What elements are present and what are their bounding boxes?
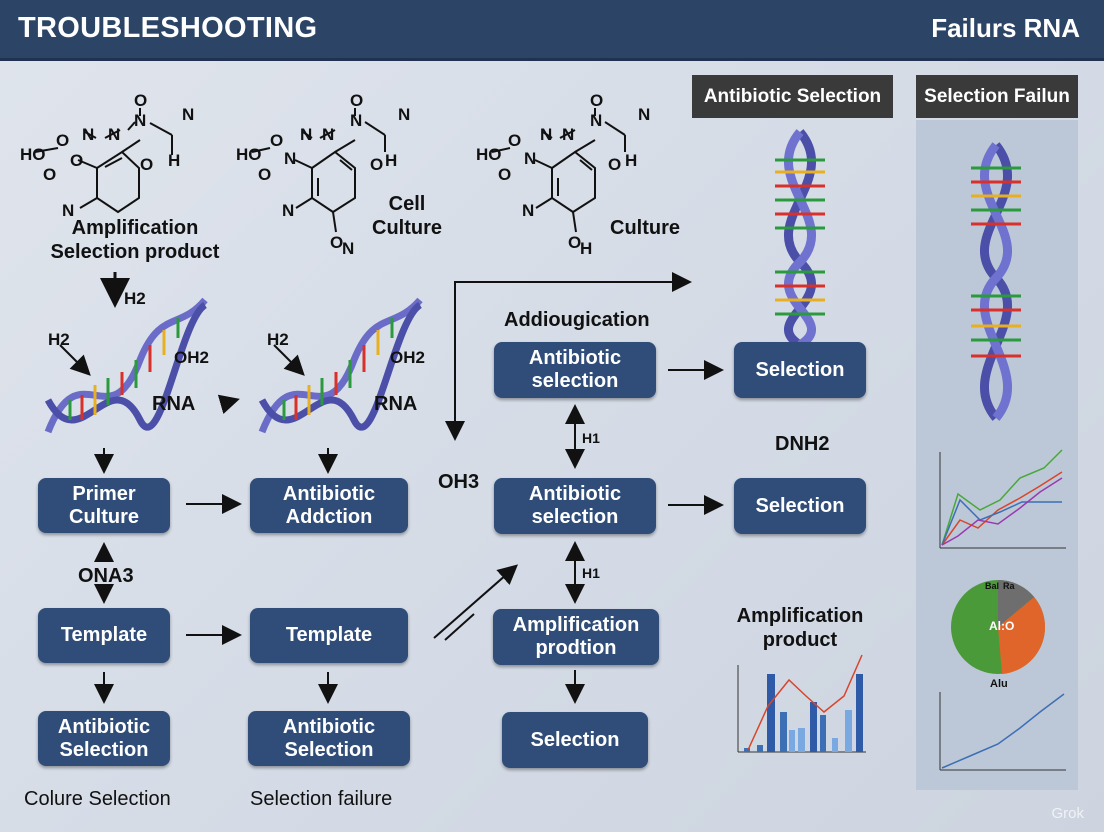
label-amplification-product: Amplification product xyxy=(736,605,864,651)
svg-text:H: H xyxy=(625,151,637,170)
label-dnh2: DNH2 xyxy=(775,433,830,455)
page-subtitle: Failurs RNA xyxy=(931,13,1080,43)
label-rna-1: RNA xyxy=(152,393,196,415)
mini-bar-chart xyxy=(737,654,866,753)
label-h2-left-1: H2 xyxy=(48,330,70,349)
svg-text:O: O xyxy=(140,155,153,174)
svg-text:N: N xyxy=(522,201,534,220)
svg-text:N: N xyxy=(524,149,536,168)
svg-text:H: H xyxy=(168,151,180,170)
svg-text:O: O xyxy=(134,91,147,110)
box-template-2: Template xyxy=(250,608,408,663)
svg-text:N: N xyxy=(398,105,410,124)
label-rna-2: RNA xyxy=(374,393,418,415)
svg-text:N: N xyxy=(322,125,334,144)
box-primer-culture: Primer Culture xyxy=(38,478,170,533)
molecule-structure-3 xyxy=(491,108,626,233)
svg-text:O: O xyxy=(568,233,581,252)
molecule-caption-1: Amplification Selection product xyxy=(50,217,220,263)
label-h2-top: H2 xyxy=(124,289,146,308)
svg-text:O: O xyxy=(330,233,343,252)
header-bar: TROUBLESHOOTING Failurs RNA xyxy=(0,0,1104,61)
svg-text:O: O xyxy=(498,165,511,184)
tag-antibiotic-selection: Antibiotic Selection xyxy=(692,75,893,118)
box-antibiotic-selection-mid: Antibiotic selection xyxy=(494,478,656,534)
box-antibiotic-addction: Antibiotic Addction xyxy=(250,478,408,533)
molecule-caption-3: Culture xyxy=(610,217,680,239)
svg-text:HO: HO xyxy=(236,145,262,164)
svg-text:N: N xyxy=(342,239,354,258)
svg-text:N: N xyxy=(82,125,94,144)
svg-text:O: O xyxy=(56,131,69,150)
box-selection-top-right: Selection xyxy=(734,342,866,398)
svg-text:O: O xyxy=(258,165,271,184)
svg-text:O: O xyxy=(608,155,621,174)
pie-center-label: Al:O xyxy=(989,619,1015,633)
label-oh3: OH3 xyxy=(438,471,480,493)
box-template-1: Template xyxy=(38,608,170,663)
svg-text:N: N xyxy=(62,201,74,220)
label-oh2-1: OH2 xyxy=(174,348,209,367)
dna-helix-large-2 xyxy=(971,142,1021,421)
mini-line-chart-2 xyxy=(939,692,1066,771)
dna-helix-large-1 xyxy=(775,129,825,349)
rna-helix-1 xyxy=(44,297,208,434)
label-ona3: ONA3 xyxy=(78,565,134,587)
box-antibiotic-selection-2: Antibiotic Selection xyxy=(248,711,410,766)
svg-text:O: O xyxy=(350,91,363,110)
svg-text:O: O xyxy=(43,165,56,184)
svg-text:N: N xyxy=(284,149,296,168)
tag-selection-failure: Selection Failun xyxy=(916,75,1078,118)
svg-text:N: N xyxy=(350,111,362,130)
svg-text:O: O xyxy=(70,151,83,170)
svg-text:O: O xyxy=(270,131,283,150)
flow-arrows xyxy=(59,272,724,704)
svg-text:N: N xyxy=(638,105,650,124)
svg-text:N: N xyxy=(182,105,194,124)
box-antibiotic-selection-1: Antibiotic Selection xyxy=(38,711,170,766)
rna-helix-2 xyxy=(258,297,423,434)
box-amplification-prodtion: Amplification prodtion xyxy=(493,609,659,665)
svg-text:O: O xyxy=(370,155,383,174)
svg-text:O: O xyxy=(508,131,521,150)
svg-text:N: N xyxy=(562,125,574,144)
molecule-structure-1 xyxy=(34,108,173,214)
mini-pie-chart xyxy=(951,580,1046,674)
svg-text:HO: HO xyxy=(20,145,46,164)
svg-text:N: N xyxy=(300,125,312,144)
label-h1-a: H1 xyxy=(582,430,600,446)
label-oh2-2: OH2 xyxy=(390,348,425,367)
right-side-panel xyxy=(916,120,1078,790)
svg-text:O: O xyxy=(590,91,603,110)
pie-label-top-right: Ra xyxy=(1003,581,1015,591)
box-selection-mid-right: Selection xyxy=(734,478,866,534)
box-selection-bottom: Selection xyxy=(502,712,648,768)
label-selection-failure: Selection failure xyxy=(250,788,393,810)
mini-line-chart xyxy=(939,449,1066,549)
svg-text:N: N xyxy=(282,201,294,220)
svg-text:N: N xyxy=(108,125,120,144)
pie-label-top-left: Bal xyxy=(985,581,1000,591)
svg-text:N: N xyxy=(134,111,146,130)
svg-text:H: H xyxy=(580,239,592,258)
grok-watermark: Grok xyxy=(1051,805,1084,822)
pie-bottom-label: Alu xyxy=(990,678,1008,690)
label-addiougication: Addiougication xyxy=(504,309,650,331)
box-antibiotic-selection-top: Antibiotic selection xyxy=(494,342,656,398)
molecule-caption-2: Cell Culture xyxy=(372,193,442,239)
svg-text:HO: HO xyxy=(476,145,502,164)
page-title: TROUBLESHOOTING xyxy=(18,12,318,44)
svg-text:N: N xyxy=(540,125,552,144)
label-h2-left-2: H2 xyxy=(267,330,289,349)
svg-text:N: N xyxy=(590,111,602,130)
svg-text:H: H xyxy=(385,151,397,170)
molecule-structure-2 xyxy=(251,108,386,233)
label-colure-selection: Colure Selection xyxy=(24,788,171,810)
label-h1-b: H1 xyxy=(582,565,600,581)
